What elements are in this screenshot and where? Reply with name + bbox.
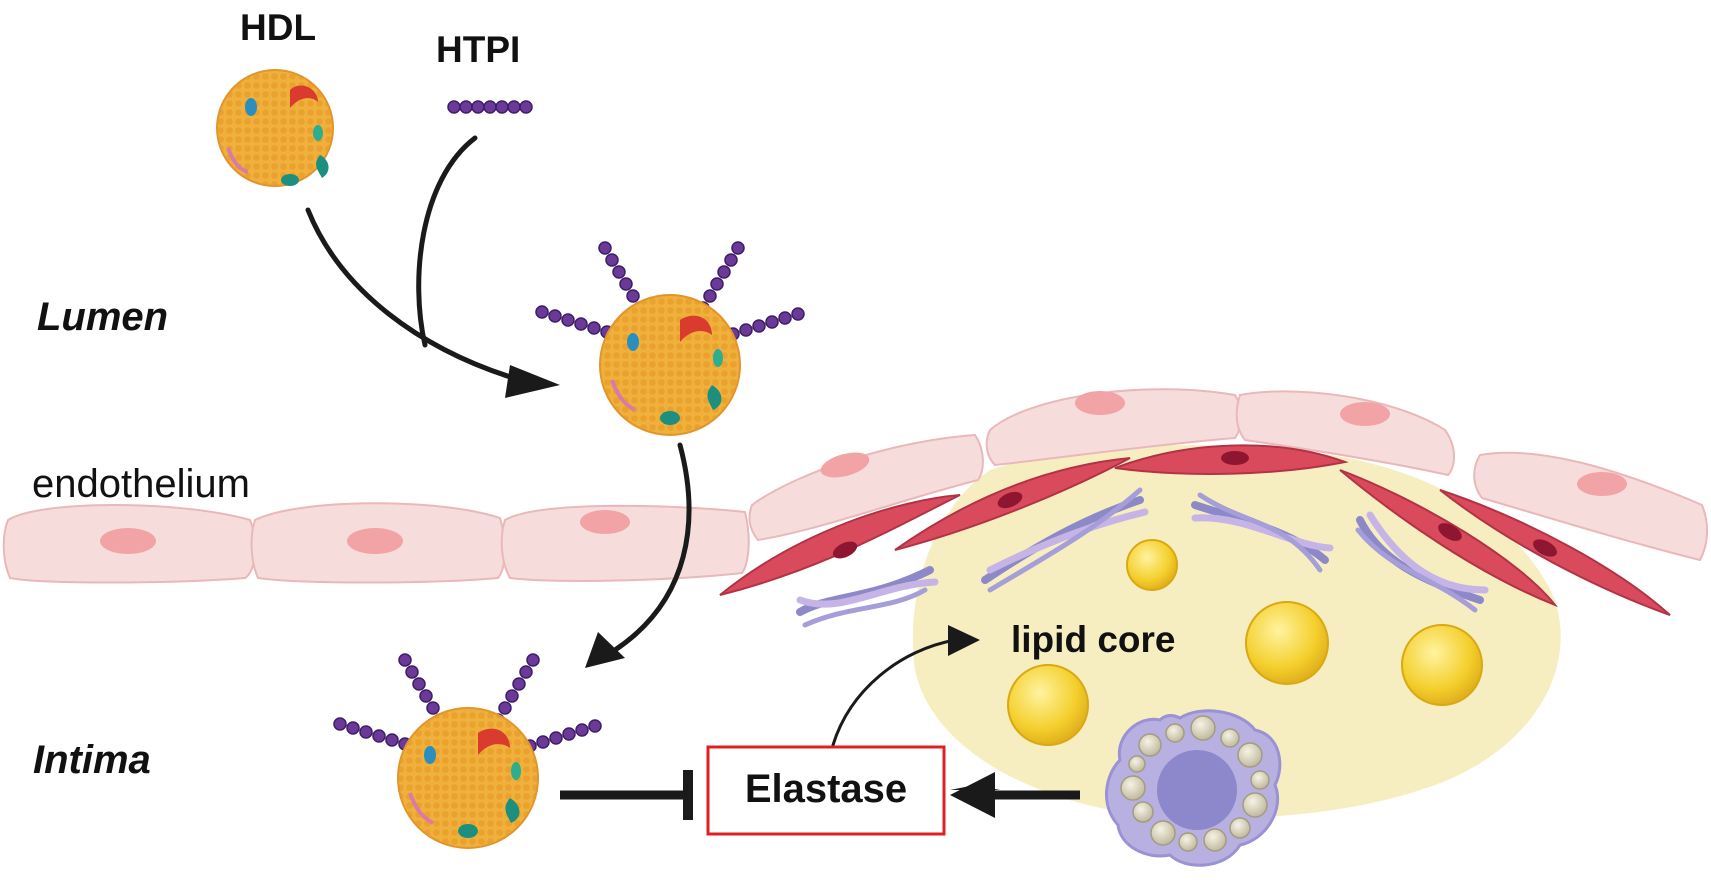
lipid-droplet [1245, 601, 1329, 685]
htpi-to-complex-arrow [416, 135, 478, 348]
intima-label: Intima [33, 738, 151, 782]
hdl-particle [216, 69, 334, 187]
foam-vacuoles [1120, 715, 1270, 852]
lipid-droplets [1007, 539, 1483, 746]
foam-to-elastase-arrow [950, 772, 1080, 818]
smooth-muscle-layer [719, 444, 1671, 616]
arrowhead [585, 632, 625, 668]
endothelial-cell [250, 502, 506, 584]
arrowhead [948, 625, 980, 656]
endothelial-cell [1473, 451, 1708, 562]
hdl-htpi-complex-intima [333, 653, 602, 849]
htpi-peptide [447, 100, 533, 114]
endothelial-cell [2, 504, 257, 584]
lipid-droplet [1007, 664, 1089, 746]
collagen-fiber [796, 566, 939, 628]
collagen-fibers [796, 487, 1489, 628]
complex-to-intima-arrow [612, 442, 692, 653]
lipid-droplet [1401, 624, 1483, 706]
arrows [305, 135, 957, 747]
hdl-to-complex-arrow [305, 207, 523, 383]
hdl-label: HDL [240, 7, 316, 48]
smooth-muscle-cell [1339, 469, 1559, 608]
hdl-htpi-complex [535, 241, 805, 436]
collagen-fiber [981, 487, 1149, 593]
smooth-muscle-cell [1439, 489, 1671, 616]
peptide-chains [333, 653, 602, 753]
lumen-label: Lumen [37, 295, 168, 339]
endothelial-cell [500, 504, 750, 582]
elastase-box [706, 745, 946, 836]
collagen-fiber [1191, 492, 1334, 573]
lipid-core-label: lipid core [1011, 619, 1175, 660]
inhibition-symbol [560, 770, 693, 820]
endothelial-cell [748, 433, 984, 542]
foam-cell [1104, 709, 1282, 867]
arrowhead [505, 365, 560, 398]
endothelium-label: endothelium [32, 462, 250, 506]
elastase-label: Elastase [745, 767, 907, 811]
elastase-to-lipid-arrow [831, 638, 957, 747]
peptide-chains [535, 241, 805, 341]
smooth-muscle-cell [1114, 444, 1349, 475]
smooth-muscle-cell [719, 494, 961, 596]
endothelial-cell [1235, 390, 1455, 477]
htpi-label: HTPI [436, 29, 520, 70]
collagen-fiber [1355, 511, 1489, 613]
lipid-droplet [1126, 539, 1178, 591]
smooth-muscle-cell [894, 457, 1131, 551]
foam-cell-nucleus [1157, 750, 1237, 830]
endothelial-cell [985, 388, 1243, 467]
